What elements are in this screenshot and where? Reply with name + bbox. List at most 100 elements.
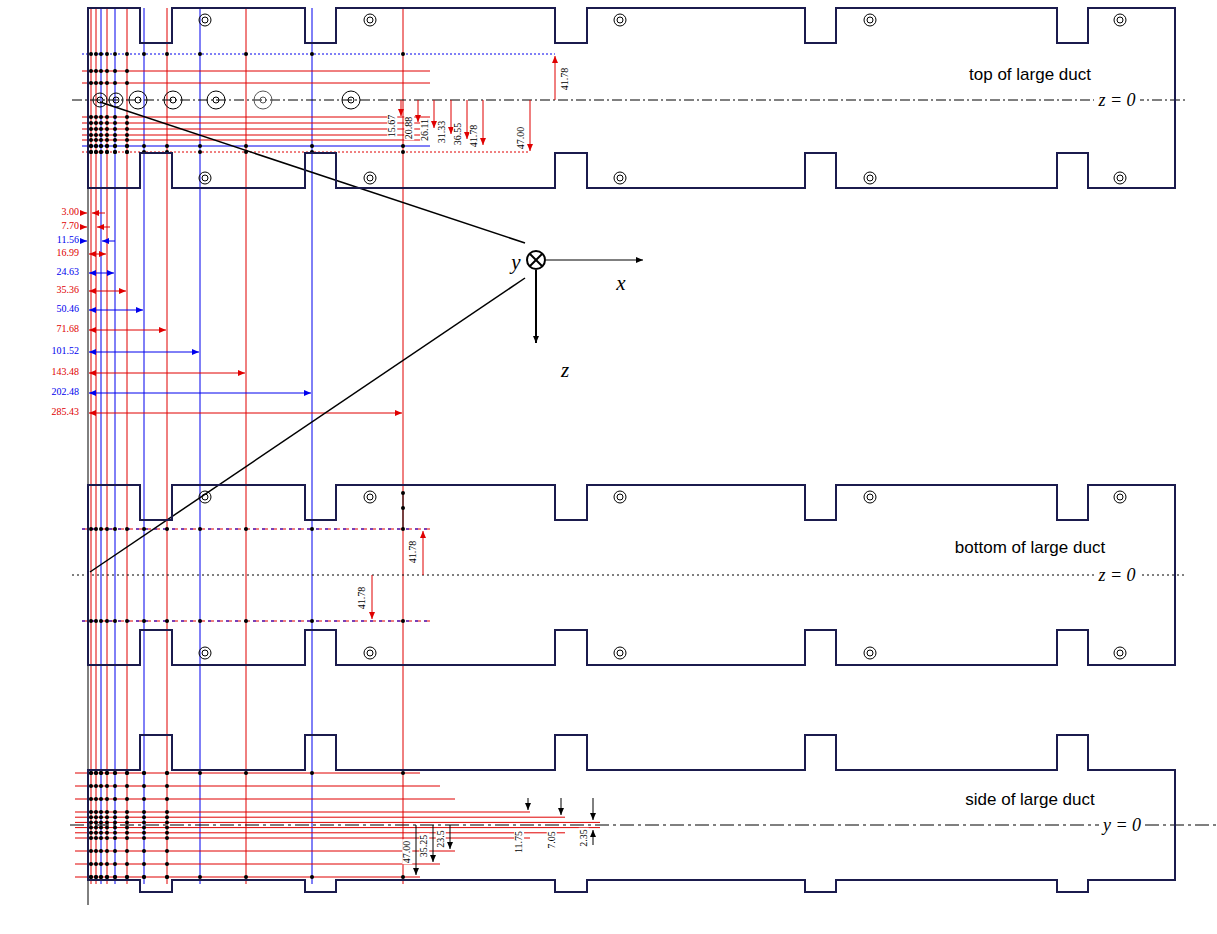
dimension-arrow [451,100,452,134]
probe-dot [89,619,93,623]
axis-label: y [510,252,521,273]
probe-dot [94,144,98,148]
bolt-hole [348,97,354,103]
probe-dot [113,619,117,623]
probe-dot [165,831,169,835]
dimension-value: 2.35 [579,828,589,848]
probe-dot [310,875,314,879]
probe-dot [142,144,146,148]
bolt-hole [867,494,873,500]
probe-dot [310,771,314,775]
dimension-value: 31.33 [437,120,447,145]
probe-dot [165,875,169,879]
bolt-hole [202,17,208,23]
probe-dot [113,810,117,814]
probe-dot [165,836,169,840]
probe-dot [105,797,109,801]
probe-dot [105,133,109,137]
probe-dot [244,144,248,148]
probe-dot [99,150,103,154]
probe-dot [94,619,98,623]
probe-dot [89,81,93,85]
bolt-hole [867,17,873,23]
bolt-hole [202,175,208,181]
probe-dot [113,831,117,835]
probe-dot [125,875,129,879]
probe-line [82,123,430,124]
plane-label: z = 0 [1094,91,1139,109]
bolt-hole [367,17,373,23]
probe-line [75,817,565,818]
probe-dot [99,133,103,137]
dimension-arrow [593,798,594,820]
probe-line [144,8,145,884]
probe-dot [94,150,98,154]
probe-dot [89,144,93,148]
dimension-arrow [89,330,166,331]
dimension-arrow [416,825,417,875]
dimension-value: 11.75 [514,830,524,854]
probe-dot [401,150,405,154]
probe-dot [310,619,314,623]
bolt-hole [614,491,626,503]
bolt-hole [614,647,626,659]
probe-dot [125,133,129,137]
probe-dot [99,826,103,830]
leader-line [90,278,525,572]
probe-dot [310,52,314,56]
probe-dot [89,826,93,830]
probe-dot [310,144,314,148]
probe-dot [94,144,98,148]
dimension-value: 20.88 [404,116,414,141]
probe-dot [94,115,98,119]
bolt-hole [1117,175,1123,181]
probe-dot [113,144,117,148]
probe-dot [89,121,93,125]
panel-outline [88,8,1175,188]
dimension-value: 50.46 [56,304,81,314]
probe-dot [105,127,109,131]
probe-dot [165,815,169,819]
probe-dot [89,150,93,154]
probe-dot [165,771,169,775]
centre-line [72,575,1185,576]
probe-dot [125,831,129,835]
probe-dot [94,826,98,830]
probe-dot [94,810,98,814]
bolt-hole [199,14,211,26]
probe-dot [99,771,103,775]
probe-dot [94,69,98,73]
probe-line [75,832,565,833]
probe-dot [125,826,129,830]
probe-dot [105,836,109,840]
dimension-value: 41.78 [408,540,418,565]
probe-line [82,529,430,530]
probe-dot [105,831,109,835]
dimension-arrow [535,270,537,343]
dimension-value: 47.00 [402,840,412,865]
dimension-arrow [89,254,106,255]
probe-dot [105,69,109,73]
bolt-hole [617,650,623,656]
dimension-value: 23.5 [436,829,446,849]
bolt-hole [207,91,225,109]
probe-dot [105,121,109,125]
probe-dot [105,849,109,853]
probe-dot [94,849,98,853]
probe-dot [165,810,169,814]
probe-dot [142,784,146,788]
probe-dot [99,784,103,788]
duct-panel: bottom of large duct [88,485,1175,665]
probe-line [82,135,430,136]
probe-dot [99,815,103,819]
probe-dot [99,836,103,840]
probe-line [82,54,555,55]
probe-dot [105,81,109,85]
probe-dot [125,797,129,801]
probe-dot [89,815,93,819]
panel-outline [88,485,1175,665]
probe-dot [142,849,146,853]
probe-line [75,822,600,823]
probe-dot [165,784,169,788]
probe-dot [125,836,129,840]
